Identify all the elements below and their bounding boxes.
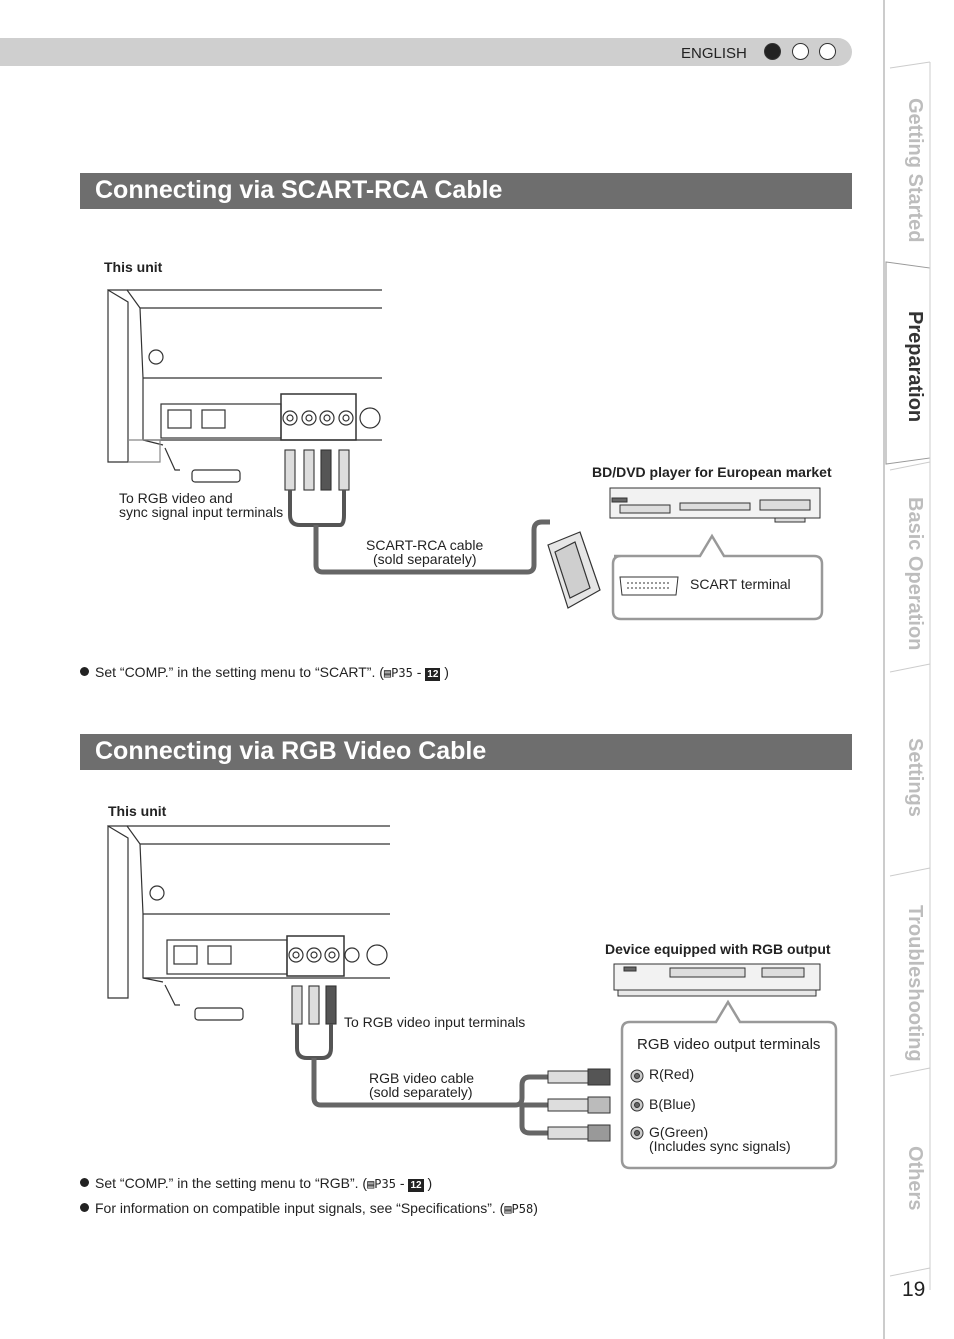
- rgb-note-1: Set “COMP.” in the setting menu to “RGB”…: [80, 1175, 432, 1192]
- rgb-device-illustration: [613, 963, 821, 997]
- scart-plug: [547, 531, 601, 609]
- scart-note: Set “COMP.” in the setting menu to “SCAR…: [80, 664, 449, 681]
- page-indicator-dot-2: [792, 43, 809, 60]
- tab-troubleshooting[interactable]: Troubleshooting: [904, 905, 926, 1062]
- cable-label-line2: (sold separately): [373, 551, 477, 567]
- page-ref-link[interactable]: P35: [374, 1177, 396, 1191]
- green-terminal-label: G(Green): [649, 1124, 709, 1140]
- book-ref-icon: ▤: [383, 666, 392, 680]
- step-badge: 12: [408, 1179, 424, 1192]
- red-terminal-label: R(Red): [649, 1066, 695, 1082]
- this-unit-label: This unit: [104, 259, 163, 275]
- cable-label-line1: RGB video cable: [369, 1070, 475, 1086]
- book-ref-icon: ▤: [367, 1177, 375, 1191]
- bullet-icon: [80, 1178, 89, 1187]
- output-terminals-title: RGB video output terminals: [637, 1036, 821, 1053]
- scart-cable: [313, 519, 550, 575]
- step-badge: 12: [425, 668, 441, 681]
- blue-terminal-label: B(Blue): [649, 1096, 696, 1112]
- section-title: Connecting via RGB Video Cable: [95, 737, 487, 765]
- rca-plugs: [284, 449, 350, 527]
- scart-callout: [611, 533, 824, 621]
- rca-plug-ends: [547, 1068, 611, 1142]
- section-header-scart: Connecting via SCART-RCA Cable: [80, 173, 852, 209]
- this-unit-label: This unit: [108, 803, 167, 819]
- device-label: BD/DVD player for European market: [592, 464, 832, 480]
- tab-basic-operation[interactable]: Basic Operation: [904, 497, 926, 651]
- book-ref-icon: ▤: [504, 1202, 512, 1216]
- section-header-rgb: Connecting via RGB Video Cable: [80, 734, 852, 770]
- jack-icons: [630, 1069, 644, 1140]
- bd-player-illustration: [609, 487, 821, 523]
- page-number: 19: [902, 1278, 926, 1301]
- language-label: ENGLISH: [681, 45, 747, 62]
- rgb-cable: [311, 1058, 550, 1136]
- section-title: Connecting via SCART-RCA Cable: [95, 176, 503, 204]
- input-label-line1: To RGB video and: [119, 490, 233, 506]
- green-terminal-note: (Includes sync signals): [649, 1138, 791, 1154]
- page-indicator-dot-1: [764, 43, 781, 60]
- bullet-icon: [80, 667, 89, 676]
- input-label-line2: sync signal input terminals: [119, 504, 284, 520]
- tab-settings[interactable]: Settings: [904, 738, 926, 817]
- rgb-note-2: For information on compatible input sign…: [80, 1200, 538, 1216]
- bullet-icon: [80, 1203, 89, 1212]
- tab-getting-started[interactable]: Getting Started: [904, 98, 926, 243]
- tab-others[interactable]: Others: [904, 1146, 926, 1211]
- projector-illustration: [107, 288, 382, 483]
- page-ref-link[interactable]: P58: [511, 1202, 534, 1216]
- cable-label-line1: SCART-RCA cable: [366, 537, 484, 553]
- scart-terminal-icon: [619, 576, 679, 596]
- device-label: Device equipped with RGB output: [605, 941, 831, 957]
- header-bar: [0, 38, 852, 66]
- rgb-callout: [620, 999, 838, 1170]
- scart-terminal-label: SCART terminal: [690, 576, 791, 592]
- tab-preparation[interactable]: Preparation: [904, 311, 926, 423]
- page-indicator-dot-3: [819, 43, 836, 60]
- projector-illustration: [107, 824, 390, 1021]
- page-ref-link[interactable]: P35: [391, 666, 413, 680]
- cable-label-line2: (sold separately): [369, 1084, 473, 1100]
- input-label: To RGB video input terminals: [344, 1014, 526, 1030]
- rca-plugs: [291, 985, 337, 1060]
